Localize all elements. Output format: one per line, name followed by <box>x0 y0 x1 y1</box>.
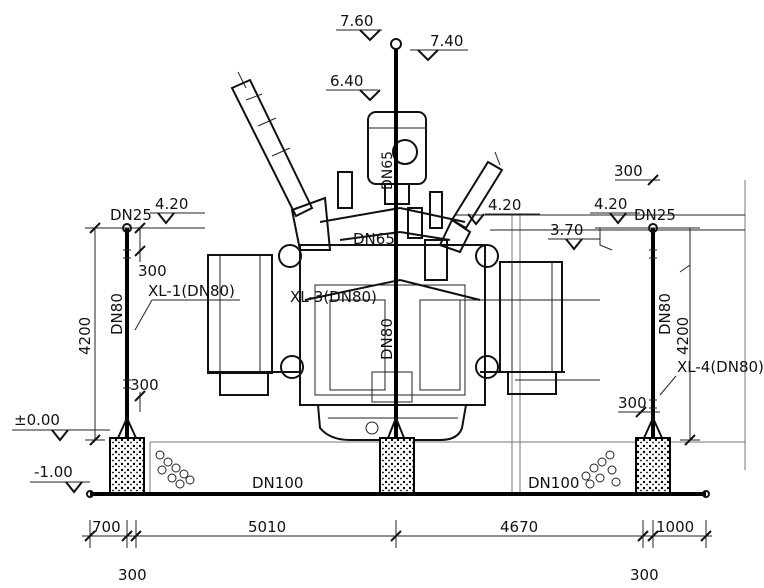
pebble-pile-right <box>581 450 621 489</box>
center-riser <box>379 38 415 495</box>
pipe-label-dn80-center: DN80 <box>378 318 396 360</box>
level-marker-3-70: 3.70 <box>548 221 600 251</box>
dim-label-4200-right: 4200 <box>674 317 692 355</box>
dimension-300-right-top: 300 <box>614 162 660 186</box>
level-marker-0-00: ±0.00 <box>12 411 110 442</box>
dim-label-1000: 1000 <box>656 518 694 536</box>
pipe-label-dn100-right: DN100 <box>528 474 579 492</box>
dim-label-300-right-top: 300 <box>614 162 643 180</box>
level-label-6-40: 6.40 <box>330 72 363 90</box>
level-label-7-60: 7.60 <box>340 12 373 30</box>
level-marker-6-40: 6.40 <box>326 72 381 102</box>
level-marker-7-60: 7.60 <box>336 12 382 42</box>
pipe-label-dn100-left: DN100 <box>252 474 303 492</box>
pipe-label-dn65: DN65 <box>353 230 395 248</box>
level-label-3-70: 3.70 <box>550 221 583 239</box>
level-label-7-40: 7.40 <box>430 32 463 50</box>
right-riser <box>595 223 700 495</box>
dim-label-300-left-upper: 300 <box>138 262 167 280</box>
dim-label-300-bottom-right: 300 <box>630 566 659 584</box>
level-label-4-20-left: 4.20 <box>155 195 188 213</box>
dim-label-4200-left: 4200 <box>76 317 94 355</box>
level-marker-4-20-mid: 4.20 <box>467 196 540 226</box>
level-label-4-20-right: 4.20 <box>594 195 627 213</box>
dimension-300-left-upper: 300 <box>134 222 167 280</box>
dimension-300-right-lower: 300 <box>618 394 660 418</box>
dim-label-300-left-lower: 300 <box>130 376 159 394</box>
level-label-minus-1-00: -1.00 <box>34 463 73 481</box>
level-marker-4-20-left: 4.20 <box>150 195 205 225</box>
pipe-label-xl4: XL-4(DN80) <box>677 358 764 376</box>
pipe-label-dn80-right: DN80 <box>656 293 674 335</box>
pipe-label-xl3: XL-3(DN80) <box>290 288 377 306</box>
dim-label-700: 700 <box>92 518 121 536</box>
pipe-label-xl1: XL-1(DN80) <box>148 282 235 300</box>
dimension-4200-right: 4200 <box>674 228 700 446</box>
dim-label-300-bottom-left: 300 <box>118 566 147 584</box>
level-marker-minus-1-00: -1.00 <box>30 463 90 494</box>
pipe-label-dn80-left: DN80 <box>108 293 126 335</box>
pipe-label-dn25-right: DN25 <box>634 206 676 224</box>
level-marker-7-40: 7.40 <box>410 32 468 62</box>
dim-label-4670: 4670 <box>500 518 538 536</box>
left-riser <box>100 223 205 495</box>
level-label-4-20-mid: 4.20 <box>488 196 521 214</box>
dimension-4200-left: 4200 <box>76 222 105 446</box>
pipe-label-dn25-left: DN25 <box>110 206 152 224</box>
main-pipe <box>86 490 710 498</box>
dimension-300-left-lower: 300 <box>130 376 159 412</box>
dim-label-300-right-lower: 300 <box>618 394 647 412</box>
transformer <box>207 71 565 441</box>
level-label-0-00: ±0.00 <box>14 411 60 429</box>
level-marker-4-20-right: 4.20 <box>590 195 640 225</box>
pebble-pile-left <box>155 450 195 489</box>
dim-label-5010: 5010 <box>248 518 286 536</box>
dimension-chain-bottom: 700 5010 4670 1000 300 300 <box>82 518 712 584</box>
pipe-label-dn65-vertical: DN65 <box>380 151 396 190</box>
